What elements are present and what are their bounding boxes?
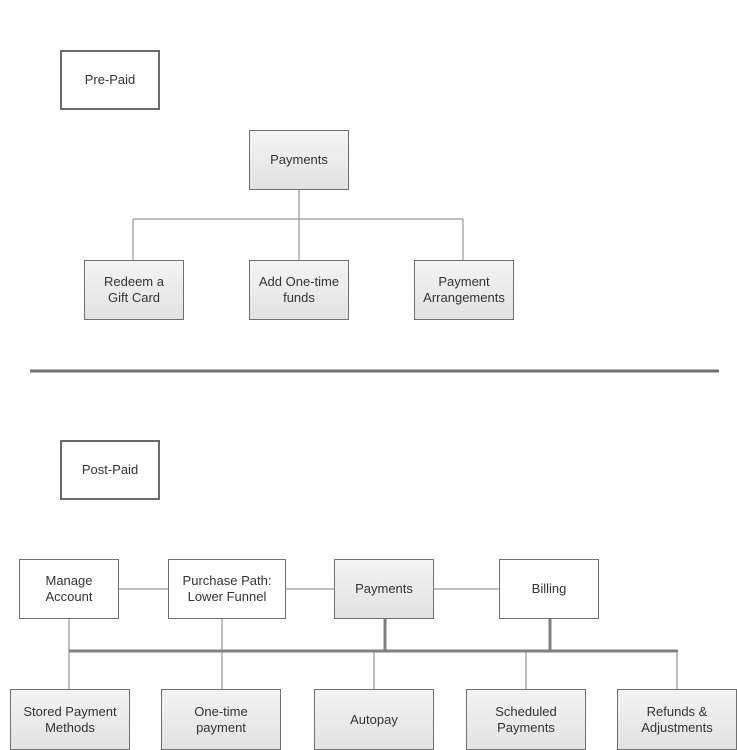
payment-arrangements-node[interactable]: Payment Arrangements xyxy=(414,260,514,320)
redeem-gift-card-node[interactable]: Redeem a Gift Card xyxy=(84,260,184,320)
refunds-adjustments-node[interactable]: Refunds & Adjustments xyxy=(617,689,737,750)
stored-payment-methods-node[interactable]: Stored Payment Methods xyxy=(10,689,130,750)
onetime-payment-node[interactable]: One-time payment xyxy=(161,689,281,750)
prepaid-payments-node[interactable]: Payments xyxy=(249,130,349,190)
postpaid-payments-node[interactable]: Payments xyxy=(334,559,434,619)
scheduled-payments-node[interactable]: Scheduled Payments xyxy=(466,689,586,750)
purchase-path-node[interactable]: Purchase Path: Lower Funnel xyxy=(168,559,286,619)
autopay-node[interactable]: Autopay xyxy=(314,689,434,750)
manage-account-node[interactable]: Manage Account xyxy=(19,559,119,619)
prepaid-legend: Pre-Paid xyxy=(60,50,160,110)
add-onetime-funds-node[interactable]: Add One-time funds xyxy=(249,260,349,320)
billing-node[interactable]: Billing xyxy=(499,559,599,619)
postpaid-legend: Post-Paid xyxy=(60,440,160,500)
